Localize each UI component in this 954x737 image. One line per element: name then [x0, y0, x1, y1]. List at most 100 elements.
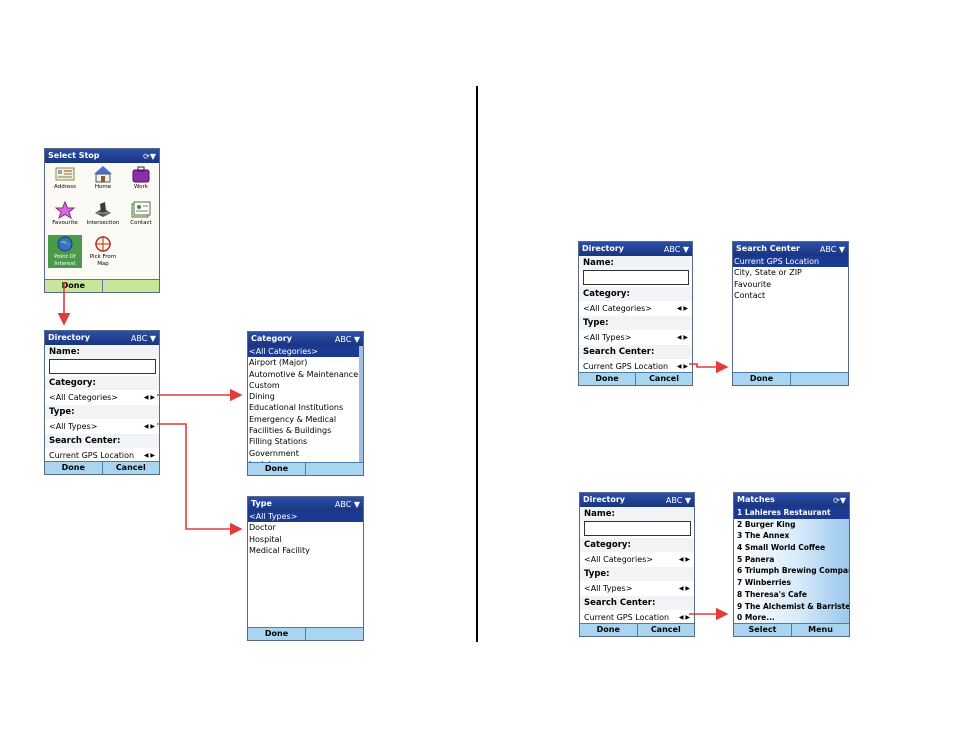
- category-picker[interactable]: <All Categories>◀ ▶: [45, 390, 159, 405]
- softkey-bar: Done: [45, 279, 159, 292]
- list-item[interactable]: Current GPS Location: [733, 256, 848, 268]
- list-item[interactable]: 1 Lahieres Restaurant: [734, 507, 849, 519]
- point-of-interest-item[interactable]: Point Of Interest: [46, 235, 84, 268]
- list-item[interactable]: 7 Winberries: [737, 578, 791, 588]
- list-item[interactable]: 9 The Alchemist & Barrister: [737, 601, 850, 611]
- contact-item[interactable]: Contact: [122, 201, 159, 227]
- search-center-label: Search Center:: [579, 345, 692, 359]
- softkey-bar: Done Cancel: [580, 623, 694, 636]
- softkey-bar: Done: [248, 462, 363, 475]
- name-label: Name:: [45, 345, 159, 359]
- softkey-bar: Done Cancel: [45, 461, 159, 474]
- search-center-picker[interactable]: Current GPS Location◀ ▶: [579, 359, 692, 374]
- done-softkey[interactable]: Done: [733, 373, 790, 385]
- left-right-arrows-icon: ◀ ▶: [678, 585, 690, 592]
- done-softkey[interactable]: Done: [248, 463, 305, 475]
- directory-form: Name: Category: <All Categories>◀ ▶ Type…: [579, 256, 692, 374]
- input-mode-indicator: ABC ▼: [819, 245, 845, 254]
- search-center-title-bar: Search Center ABC ▼: [733, 242, 848, 256]
- softkey-bar: Select Menu: [734, 623, 849, 636]
- cancel-softkey[interactable]: Cancel: [101, 462, 159, 474]
- list-item[interactable]: Facilities & Buildings: [249, 426, 332, 436]
- home-item[interactable]: Home: [84, 165, 122, 191]
- list-item[interactable]: 0 More...: [737, 613, 775, 623]
- work-item[interactable]: Work: [122, 165, 159, 191]
- scrollbar[interactable]: [359, 346, 363, 463]
- list-item[interactable]: 5 Panera: [737, 554, 775, 564]
- name-label: Name:: [580, 507, 694, 521]
- directory-screen-right-top: Directory ABC ▼ Name: Category: <All Cat…: [578, 241, 693, 386]
- type-label: Type:: [580, 567, 694, 581]
- matches-title-bar: Matches ⟳▼: [734, 493, 849, 507]
- intersection-label: Intersection: [86, 220, 120, 226]
- input-mode-indicator: ABC ▼: [130, 334, 156, 343]
- type-picker[interactable]: <All Types>◀ ▶: [580, 581, 694, 596]
- input-mode-indicator: ABC ▼: [334, 500, 360, 509]
- list-item[interactable]: Contact: [734, 290, 766, 300]
- name-input[interactable]: [49, 359, 156, 374]
- address-item[interactable]: Address: [46, 165, 84, 191]
- search-center-picker[interactable]: Current GPS Location◀ ▶: [580, 610, 694, 625]
- list-item[interactable]: Airport (Major): [249, 358, 308, 368]
- favourite-item[interactable]: Favourite: [46, 201, 84, 227]
- list-item[interactable]: <All Types>: [248, 511, 363, 523]
- intersection-icon: [93, 201, 113, 219]
- select-stop-title-bar: Select Stop ⟳▼: [45, 149, 159, 163]
- type-list: <All Types> Doctor Hospital Medical Faci…: [248, 511, 363, 628]
- list-item[interactable]: Dining: [249, 392, 275, 402]
- intersection-item[interactable]: Intersection: [84, 201, 122, 227]
- name-input[interactable]: [584, 521, 691, 536]
- list-item[interactable]: Medical Facility: [249, 545, 310, 555]
- list-item[interactable]: Favourite: [734, 279, 772, 289]
- cancel-softkey[interactable]: Cancel: [636, 624, 694, 636]
- list-item[interactable]: Automotive & Maintenance: [249, 369, 359, 379]
- list-item[interactable]: Doctor: [249, 523, 276, 533]
- globe-icon: [55, 235, 75, 253]
- pick-from-map-label: Pick From Map: [89, 254, 117, 267]
- directory-form: Name: Category: <All Categories>◀ ▶ Type…: [45, 345, 159, 463]
- list-item[interactable]: <All Categories>: [248, 346, 359, 358]
- category-title-bar: Category ABC ▼: [248, 332, 363, 346]
- right-softkey[interactable]: [790, 373, 848, 385]
- matches-screen: Matches ⟳▼ 1 Lahieres Restaurant 2 Burge…: [733, 492, 850, 637]
- right-softkey[interactable]: [305, 463, 363, 475]
- done-softkey[interactable]: Done: [45, 462, 102, 474]
- list-item[interactable]: 6 Triumph Brewing Company: [737, 566, 850, 576]
- pick-from-map-item[interactable]: Pick From Map: [84, 235, 122, 267]
- type-picker[interactable]: <All Types>◀ ▶: [579, 330, 692, 345]
- list-item[interactable]: 2 Burger King: [737, 519, 796, 529]
- list-item[interactable]: Government: [249, 448, 299, 458]
- list-item[interactable]: City, State or ZIP: [734, 268, 802, 278]
- search-center-list: Current GPS Location City, State or ZIP …: [733, 256, 848, 373]
- list-item[interactable]: Educational Institutions: [249, 403, 344, 413]
- contact-card-icon: [131, 201, 151, 219]
- list-item[interactable]: 3 The Annex: [737, 531, 790, 541]
- select-softkey[interactable]: Select: [734, 624, 791, 636]
- category-picker[interactable]: <All Categories>◀ ▶: [579, 301, 692, 316]
- name-input[interactable]: [583, 270, 689, 285]
- type-to-list-arrow: [157, 423, 243, 536]
- right-softkey[interactable]: [305, 628, 363, 640]
- connectivity-signal-icon: ⟳▼: [833, 496, 846, 505]
- done-softkey[interactable]: Done: [45, 280, 102, 292]
- list-item[interactable]: Hospital: [249, 534, 282, 544]
- list-item[interactable]: Custom: [249, 380, 280, 390]
- list-item[interactable]: Filling Stations: [249, 437, 308, 447]
- done-softkey[interactable]: Done: [580, 624, 637, 636]
- type-label: Type:: [45, 405, 159, 419]
- menu-softkey[interactable]: Menu: [791, 624, 849, 636]
- input-mode-indicator: ABC ▼: [334, 335, 360, 344]
- type-picker[interactable]: <All Types>◀ ▶: [45, 419, 159, 434]
- list-item[interactable]: 4 Small World Coffee: [737, 543, 826, 553]
- list-item[interactable]: Emergency & Medical: [249, 414, 337, 424]
- list-item[interactable]: 8 Theresa's Cafe: [737, 589, 807, 599]
- done-softkey[interactable]: Done: [579, 373, 635, 385]
- search-center-picker[interactable]: Current GPS Location◀ ▶: [45, 448, 159, 463]
- right-softkey[interactable]: [101, 280, 159, 292]
- done-softkey[interactable]: Done: [248, 628, 305, 640]
- left-right-arrows-icon: ◀ ▶: [143, 394, 155, 401]
- cancel-softkey[interactable]: Cancel: [635, 373, 692, 385]
- category-picker[interactable]: <All Categories>◀ ▶: [580, 552, 694, 567]
- softkey-bar: Done: [248, 627, 363, 640]
- left-right-arrows-icon: ◀ ▶: [143, 423, 155, 430]
